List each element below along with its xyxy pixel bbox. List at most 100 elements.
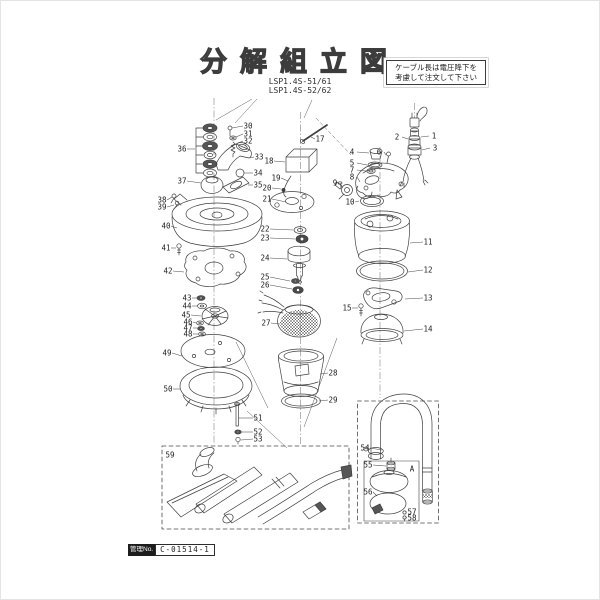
part-34-ball xyxy=(235,168,245,178)
leader-line-19 xyxy=(280,177,289,182)
part-33-discharge-elbow xyxy=(215,142,252,171)
part-12-o-ring xyxy=(356,260,408,282)
part-19-lead-wire xyxy=(283,175,292,198)
part-number-1: 1 xyxy=(432,132,437,141)
leader-line-20 xyxy=(271,187,282,190)
part-number-20: 20 xyxy=(262,184,272,193)
part-40-upper-casing xyxy=(171,193,263,247)
leader-line-56 xyxy=(372,491,378,497)
leader-line-30 xyxy=(231,125,244,129)
part-number-27: 27 xyxy=(261,319,270,328)
part-13-bracket xyxy=(363,287,403,310)
control-number: 管理No. C-01514-1 xyxy=(128,544,215,556)
part-number-47: 47 xyxy=(183,324,192,333)
part-8-handle xyxy=(355,162,409,200)
part-number-15: 15 xyxy=(342,304,351,313)
leader-line-4 xyxy=(356,151,370,154)
part-number-19: 19 xyxy=(271,174,280,183)
part-22-washer xyxy=(293,226,307,234)
leader-line-14 xyxy=(403,328,424,332)
model-numbers: LSP1.4S-51/61 LSP1.4S-52/62 xyxy=(0,77,600,95)
leader-line-22 xyxy=(269,228,294,231)
part-number-12: 12 xyxy=(423,266,432,275)
part-28-pump-chamber xyxy=(278,348,324,397)
cable-note-box: ケーブル長は電圧降下を 考慮して注文して下さい xyxy=(386,60,486,85)
part-number-43: 43 xyxy=(182,294,191,303)
part-number-41: 41 xyxy=(161,244,170,253)
leader-line-10 xyxy=(354,200,360,203)
part-27-stator xyxy=(257,290,321,338)
leader-line-45 xyxy=(190,314,202,317)
leader-line-9 xyxy=(339,182,342,188)
part-number-34: 34 xyxy=(253,169,263,178)
leader-line-17 xyxy=(310,136,316,140)
leader-line-37 xyxy=(186,180,202,184)
part-10-gasket-ring xyxy=(360,195,384,207)
part-20-terminal xyxy=(281,188,286,192)
part-56-float-set xyxy=(369,470,409,515)
part-number-29: 29 xyxy=(328,396,337,405)
leader-line-23 xyxy=(269,237,296,240)
part-number-24: 24 xyxy=(260,254,270,263)
part-15-screw xyxy=(358,303,364,317)
part-number-36: 36 xyxy=(177,145,187,154)
part-25-washer xyxy=(291,278,300,284)
leader-line-32 xyxy=(235,140,244,145)
part-number-54: 54 xyxy=(360,444,370,453)
part-35-valve-plate xyxy=(222,176,250,194)
part-number-6: 6 xyxy=(377,148,382,157)
leader-line-1 xyxy=(420,135,430,138)
leader-line-24 xyxy=(269,257,288,260)
part-42-pump-casing xyxy=(184,247,247,287)
part-number-11: 11 xyxy=(423,238,432,247)
leader-line-7 xyxy=(356,169,367,172)
leader-line-8 xyxy=(356,176,361,183)
leader-line-6 xyxy=(383,151,387,156)
leader-line-27 xyxy=(270,322,281,325)
part-number-40: 40 xyxy=(161,222,171,231)
center-axes xyxy=(213,98,415,446)
model-number-2: LSP1.4S-52/62 xyxy=(268,86,332,95)
part-number-18: 18 xyxy=(264,157,274,166)
part-number-53: 53 xyxy=(253,435,262,444)
part-41-screw xyxy=(176,243,182,256)
extension-tube-2 xyxy=(222,472,299,524)
part-number-10: 10 xyxy=(345,198,355,207)
part-36-washer-stack xyxy=(195,123,218,178)
part-number-31: 31 xyxy=(243,130,252,139)
part-49-base-plate xyxy=(180,334,246,368)
leader-line-2 xyxy=(401,136,409,140)
part-number-26: 26 xyxy=(260,281,270,290)
part-45-impeller xyxy=(201,306,229,326)
leader-line-31 xyxy=(235,133,244,138)
part-number-55: 55 xyxy=(363,461,372,470)
part-number-39: 39 xyxy=(157,203,166,212)
part-number-59: 59 xyxy=(165,451,174,460)
leader-line-3 xyxy=(421,147,431,151)
part-number-42: 42 xyxy=(163,267,172,276)
leader-line-58 xyxy=(405,516,408,519)
part-29-o-ring xyxy=(281,393,321,409)
leader-line-21 xyxy=(271,198,287,203)
leader-line-53 xyxy=(240,438,254,441)
part-number-14: 14 xyxy=(423,325,433,334)
part-number-44: 44 xyxy=(182,302,192,311)
part-11-motor-housing xyxy=(354,210,410,264)
leader-line-38 xyxy=(166,196,173,201)
part-54-discharge-hose xyxy=(363,393,433,505)
leader-line-29 xyxy=(318,399,329,402)
part-number-48: 48 xyxy=(183,330,193,339)
part-number-30: 30 xyxy=(243,122,253,131)
leader-line-54 xyxy=(369,447,383,451)
part-4-5-6-7-cap-gasket xyxy=(366,148,391,174)
part-number-A: A xyxy=(410,465,415,474)
leader-line-25 xyxy=(269,276,291,282)
part-number-9: 9 xyxy=(333,179,338,188)
part-21-motor-cover-plate xyxy=(269,191,315,213)
part-23-bearing xyxy=(295,234,309,244)
part-9-check-valve xyxy=(334,181,353,200)
part-number-4: 4 xyxy=(350,148,355,157)
leader-line-13 xyxy=(404,297,424,300)
